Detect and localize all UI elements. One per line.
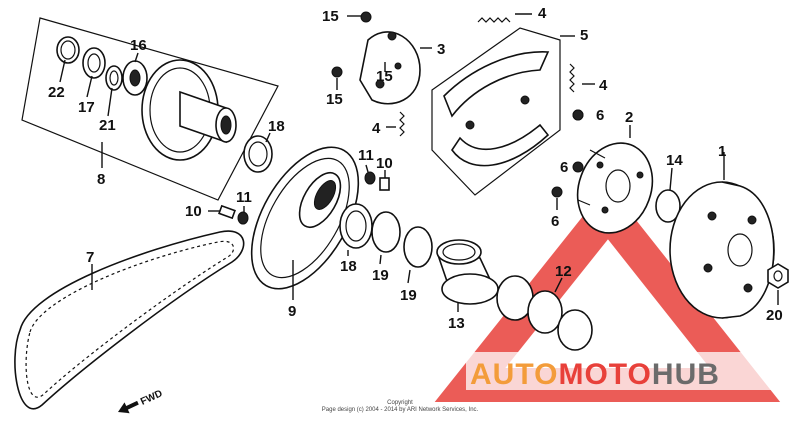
fwd-label: FWD xyxy=(139,388,164,408)
label-10-a: 10 xyxy=(185,203,202,220)
label-18-a: 18 xyxy=(268,118,285,135)
label-18-b: 18 xyxy=(340,258,357,275)
label-19-b: 19 xyxy=(400,287,417,304)
watermark-text: AUTOMOTOHUB xyxy=(466,352,796,391)
part-19-ring-a xyxy=(371,211,401,253)
label-8: 8 xyxy=(97,171,105,188)
part-19-ring-b xyxy=(403,226,433,268)
part-18-seal-upper xyxy=(243,135,273,173)
label-6-c: 6 xyxy=(551,213,559,230)
label-3: 3 xyxy=(437,41,445,58)
label-13: 13 xyxy=(448,315,465,332)
label-14: 14 xyxy=(666,152,683,169)
fwd-arrow: FWD xyxy=(118,388,164,414)
label-15-c: 15 xyxy=(326,91,343,108)
label-10-b: 10 xyxy=(376,155,393,172)
svg-text:AUTOMOTOHUB: AUTOMOTOHUB xyxy=(470,358,720,391)
label-11-a: 11 xyxy=(236,189,252,206)
label-2: 2 xyxy=(625,109,633,126)
spring-4-left xyxy=(399,111,405,137)
part-20-nut xyxy=(767,263,789,289)
label-15-a: 15 xyxy=(322,8,339,25)
watermark-moto: MOTO xyxy=(558,358,651,391)
label-20: 20 xyxy=(766,307,783,324)
label-7: 7 xyxy=(86,249,94,266)
watermark-auto: AUTO xyxy=(470,358,558,391)
label-1: 1 xyxy=(718,143,726,160)
spring-4-top xyxy=(477,17,511,23)
part-2-drive-plate xyxy=(576,142,654,234)
group-8-panel xyxy=(21,17,279,201)
spring-4-mid xyxy=(569,63,575,93)
watermark-hub: HUB xyxy=(652,358,720,391)
label-5: 5 xyxy=(580,27,588,44)
label-11-b: 11 xyxy=(358,147,374,164)
drive-belt xyxy=(14,230,245,410)
bolt-10-11-left xyxy=(218,204,249,225)
label-22: 22 xyxy=(48,84,65,101)
part-5-clutch-shoes xyxy=(431,27,561,196)
part-1-clutch-housing xyxy=(669,181,775,319)
label-6-b: 6 xyxy=(560,159,568,176)
label-4-mid: 4 xyxy=(599,77,608,94)
label-12: 12 xyxy=(555,263,572,280)
part-12-rings xyxy=(496,275,593,351)
copyright-line-1: Copyright xyxy=(387,400,413,406)
label-16: 16 xyxy=(130,37,147,54)
label-15-b: 15 xyxy=(376,68,393,85)
label-9: 9 xyxy=(288,303,296,320)
part-3-clutch-plate xyxy=(359,31,421,105)
label-19-a: 19 xyxy=(372,267,389,284)
label-4-top: 4 xyxy=(538,5,547,22)
label-17: 17 xyxy=(78,99,95,116)
part-13-collar xyxy=(436,239,499,305)
callout-labels: 1 2 3 4 4 4 5 6 6 6 7 8 9 10 10 11 11 12… xyxy=(48,5,783,332)
label-4-left: 4 xyxy=(372,120,381,137)
bolt-10-11-right xyxy=(364,171,390,191)
part-14-washer xyxy=(655,189,681,223)
copyright-line-2: Page design (c) 2004 - 2014 by ARI Netwo… xyxy=(322,407,479,413)
label-21: 21 xyxy=(99,117,116,134)
part-9-plate xyxy=(250,146,360,290)
label-6-a: 6 xyxy=(596,107,604,124)
